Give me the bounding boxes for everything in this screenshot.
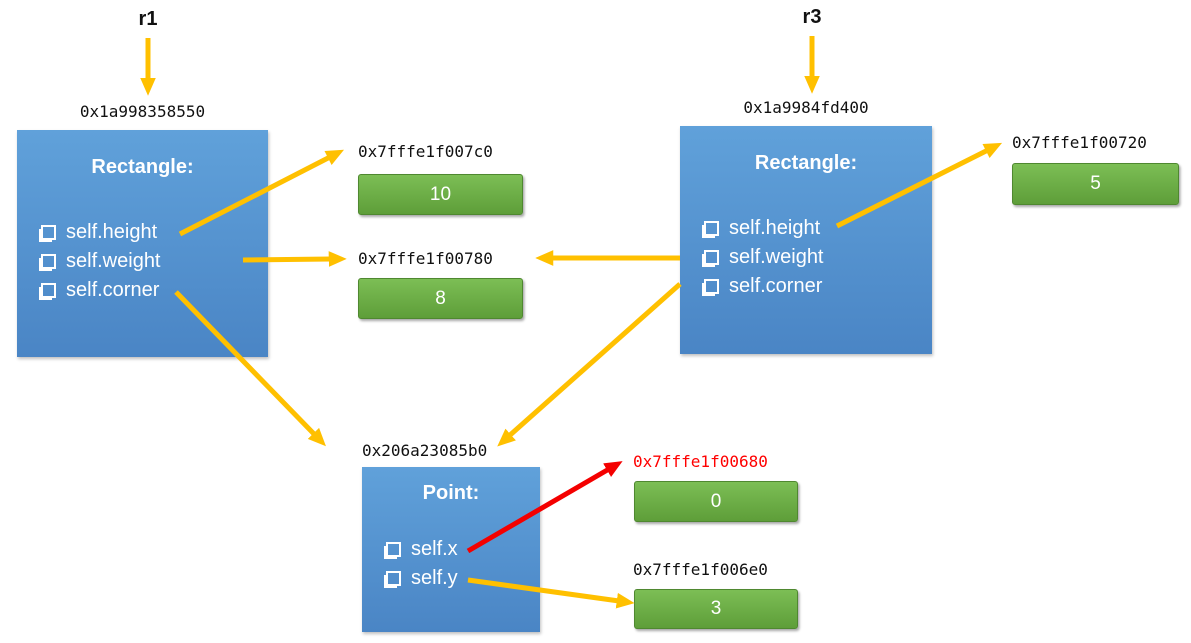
field-label: self.weight bbox=[66, 250, 161, 272]
rect1-fields: self.height self.weight self.corner bbox=[17, 218, 268, 305]
value3-address: 0x7fffe1f006e0 bbox=[633, 560, 768, 579]
value10-address: 0x7fffe1f007c0 bbox=[358, 142, 493, 161]
variable-label-r3: r3 bbox=[802, 6, 822, 28]
point-object-box: Point: self.x self.y bbox=[362, 467, 540, 632]
value8-address: 0x7fffe1f00780 bbox=[358, 249, 493, 268]
checkbox-icon bbox=[704, 279, 719, 294]
value8-box: 8 bbox=[358, 278, 523, 319]
checkbox-icon bbox=[386, 571, 401, 586]
rect1-field-height: self.height bbox=[39, 218, 268, 247]
field-label: self.corner bbox=[66, 279, 160, 301]
checkbox-icon bbox=[41, 254, 56, 269]
value5-address: 0x7fffe1f00720 bbox=[1012, 133, 1147, 152]
field-label: self.y bbox=[411, 567, 458, 589]
field-label: self.x bbox=[411, 538, 458, 560]
field-label: self.height bbox=[66, 221, 158, 243]
rect3-fields: self.height self.weight self.corner bbox=[680, 214, 932, 301]
point-field-y: self.y bbox=[384, 564, 540, 593]
rect3-address: 0x1a9984fd400 bbox=[743, 98, 869, 117]
field-label: self.corner bbox=[729, 275, 823, 297]
checkbox-icon bbox=[41, 283, 56, 298]
rect1-field-corner: self.corner bbox=[39, 276, 268, 305]
variable-label-r1: r1 bbox=[138, 8, 158, 30]
value0-address-highlighted: 0x7fffe1f00680 bbox=[633, 452, 768, 471]
checkbox-icon bbox=[704, 221, 719, 236]
rect1-address: 0x1a998358550 bbox=[79, 102, 206, 121]
value3-box: 3 bbox=[634, 589, 798, 629]
field-label: self.height bbox=[729, 217, 821, 239]
point-fields: self.x self.y bbox=[362, 535, 540, 593]
rect3-object-box: Rectangle: self.height self.weight self.… bbox=[680, 126, 932, 354]
checkbox-icon bbox=[704, 250, 719, 265]
rect1-title: Rectangle: bbox=[91, 156, 194, 178]
rect3-field-corner: self.corner bbox=[702, 272, 932, 301]
arrow-rect3-corner-to-point bbox=[497, 282, 682, 447]
checkbox-icon bbox=[386, 542, 401, 557]
rect3-title: Rectangle: bbox=[754, 152, 858, 174]
rect1-field-weight: self.weight bbox=[39, 247, 268, 276]
point-title: Point: bbox=[422, 482, 480, 504]
rect1-object-box: Rectangle: self.height self.weight self.… bbox=[17, 130, 268, 357]
checkbox-icon bbox=[41, 225, 56, 240]
value10-box: 10 bbox=[358, 174, 523, 215]
rect3-field-height: self.height bbox=[702, 214, 932, 243]
value5-box: 5 bbox=[1012, 163, 1179, 205]
value0-box: 0 bbox=[634, 481, 798, 522]
rect3-field-weight: self.weight bbox=[702, 243, 932, 272]
field-label: self.weight bbox=[729, 246, 824, 268]
point-address: 0x206a23085b0 bbox=[362, 441, 488, 460]
point-field-x: self.x bbox=[384, 535, 540, 564]
